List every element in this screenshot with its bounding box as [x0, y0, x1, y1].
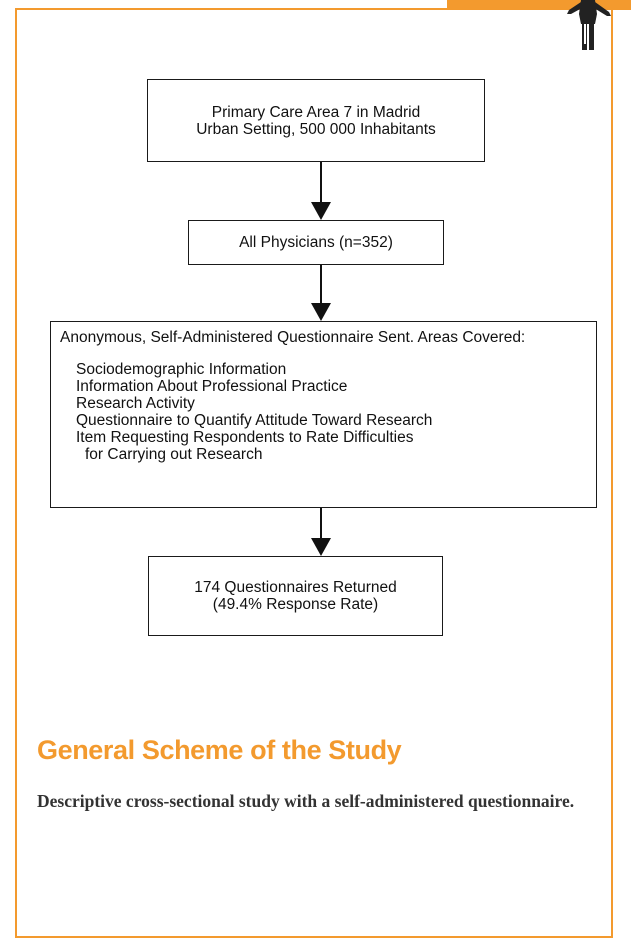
- flow-box-questionnaire: Anonymous, Self-Administered Questionnai…: [50, 321, 597, 508]
- corner-accent-tab: [447, 0, 631, 10]
- box4-line1: 174 Questionnaires Returned: [194, 579, 397, 596]
- standing-figure-icon: [567, 0, 611, 50]
- flow-arrow-1: [311, 162, 331, 220]
- flow-box-primary-care-area: Primary Care Area 7 in Madrid Urban Sett…: [147, 79, 485, 162]
- box1-line1: Primary Care Area 7 in Madrid: [211, 103, 421, 121]
- box2-text: All Physicians (n=352): [239, 234, 393, 251]
- flow-arrow-3: [311, 508, 331, 556]
- box3-heading: Anonymous, Self-Administered Questionnai…: [60, 329, 526, 346]
- flow-box-all-physicians: All Physicians (n=352): [188, 220, 444, 265]
- box3-item: Questionnaire to Quantify Attitude Towar…: [76, 412, 433, 429]
- study-description: Descriptive cross-sectional study with a…: [37, 791, 575, 811]
- flow-box-questionnaires-returned: 174 Questionnaires Returned (49.4% Respo…: [148, 556, 443, 636]
- box4-line2: (49.4% Response Rate): [212, 596, 379, 613]
- box3-item: Item Requesting Respondents to Rate Diff…: [76, 429, 414, 446]
- box3-item: Information About Professional Practice: [76, 378, 348, 395]
- section-title: General Scheme of the Study: [37, 735, 402, 765]
- flow-arrow-2: [311, 265, 331, 321]
- box3-item: Sociodemographic Information: [76, 361, 287, 378]
- box1-line2: Urban Setting, 500 000 Inhabitants: [196, 120, 436, 138]
- box3-item: for Carrying out Research: [85, 446, 263, 463]
- box3-item: Research Activity: [76, 395, 195, 412]
